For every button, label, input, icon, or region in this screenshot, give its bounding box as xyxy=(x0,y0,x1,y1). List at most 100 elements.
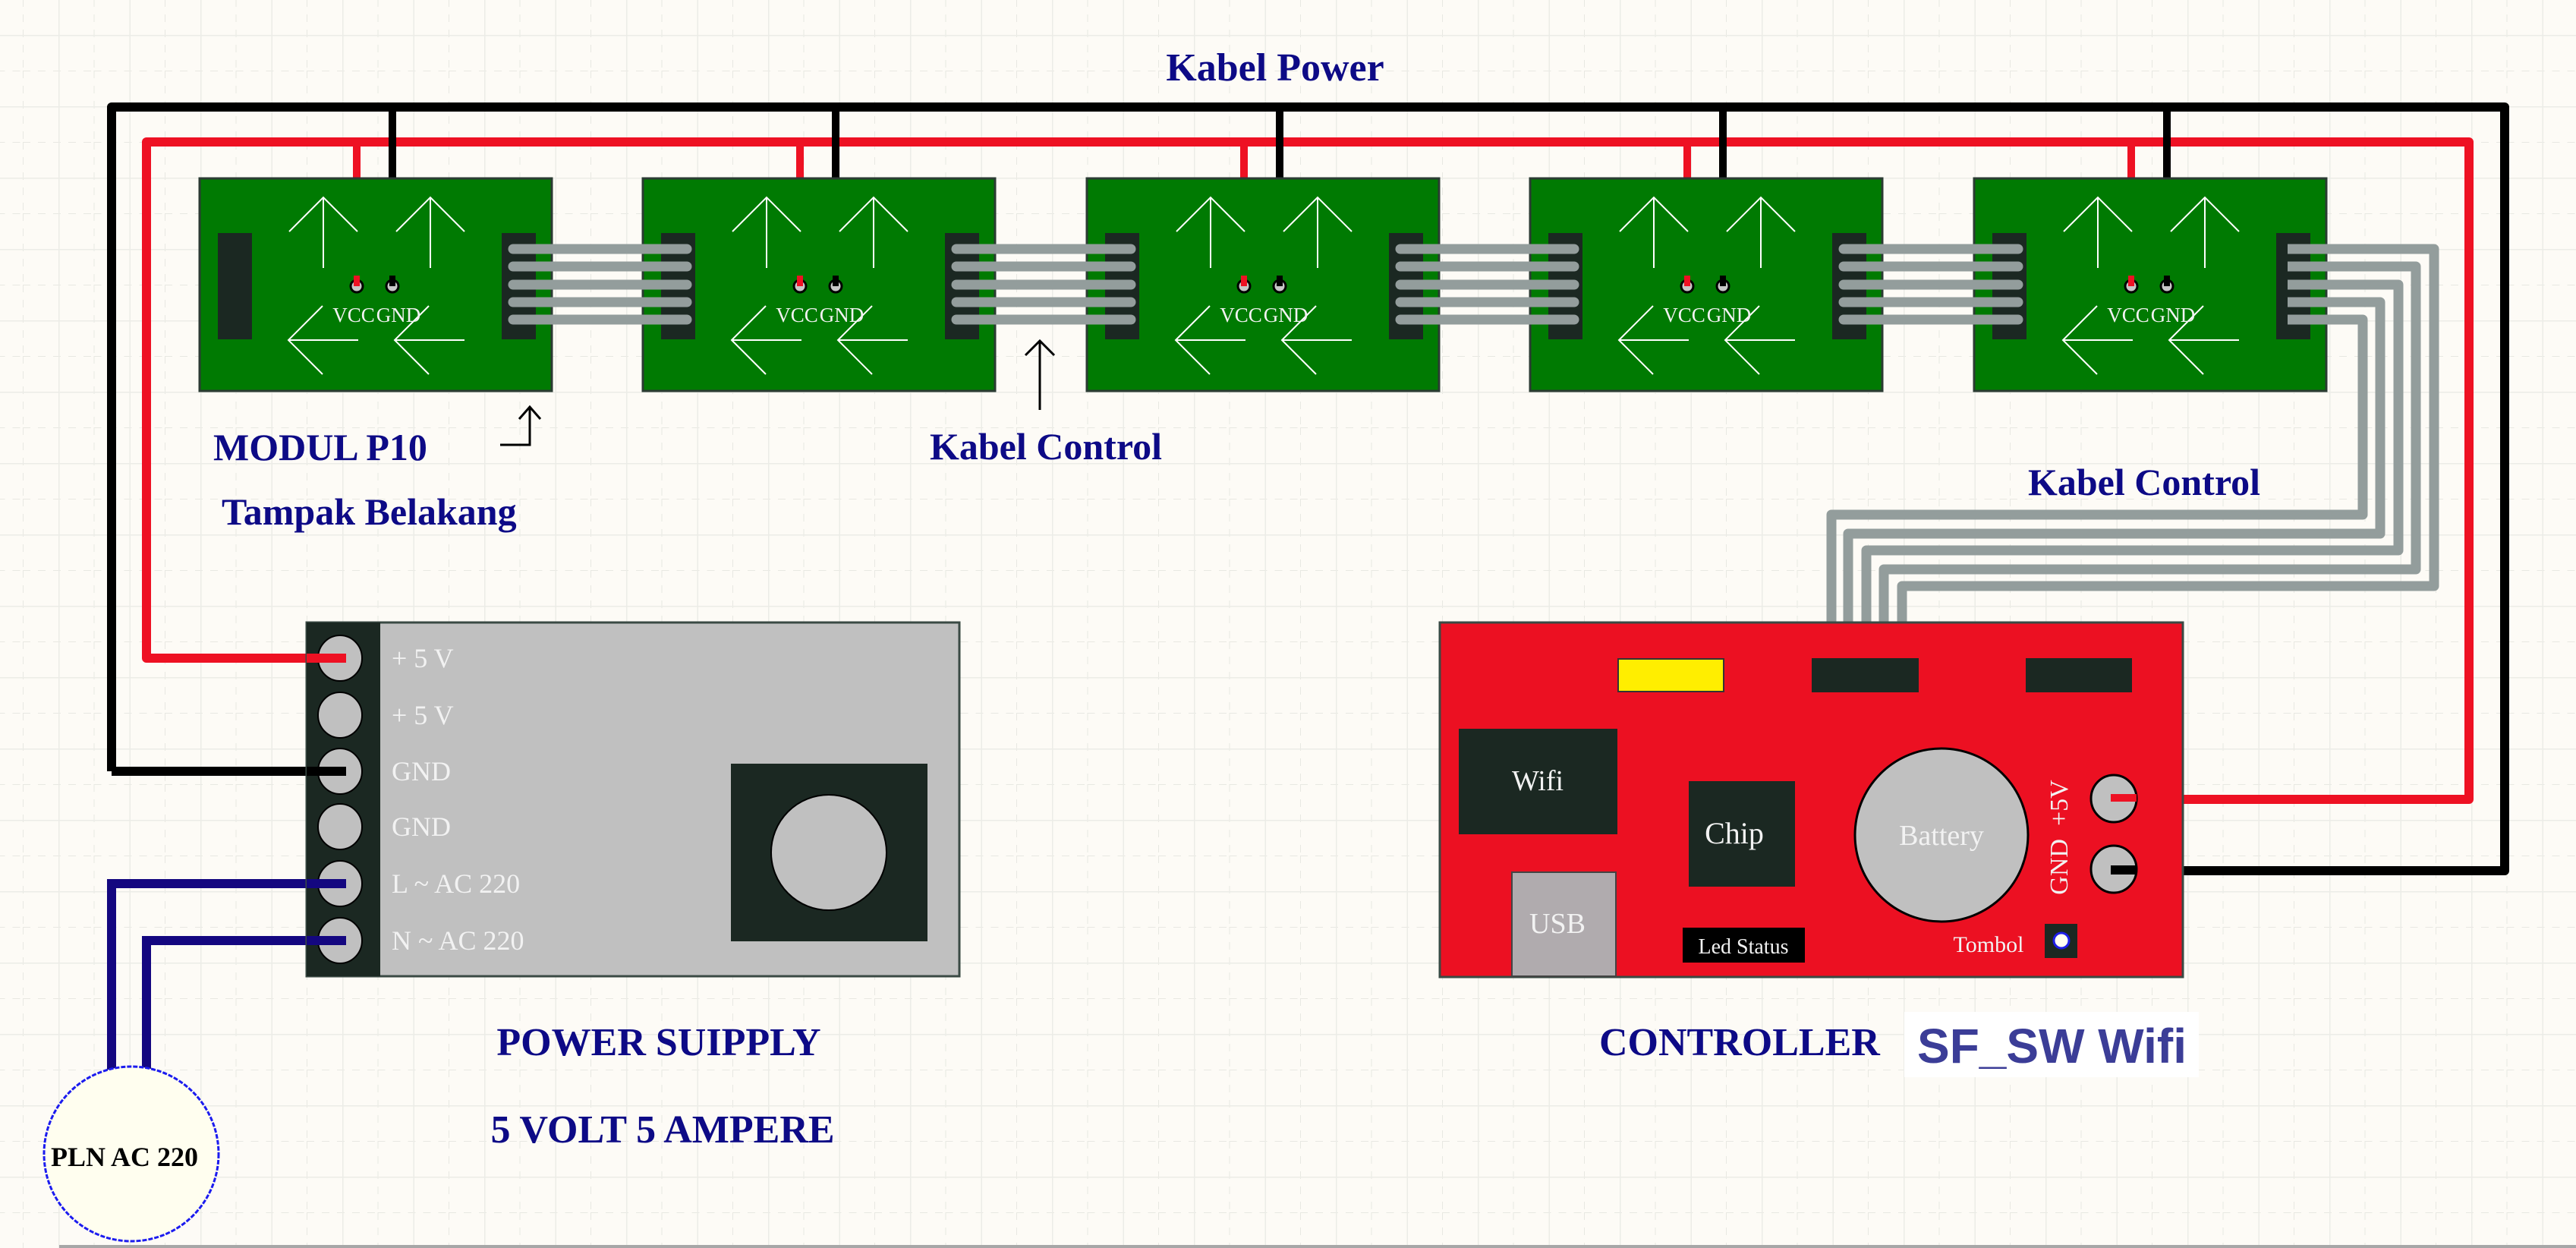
controller-brand-label: SF_SW Wifi xyxy=(1917,1019,2187,1073)
p10-module xyxy=(1973,177,2328,392)
controller-gnd-wire-end xyxy=(2111,865,2137,875)
scan-direction-up-arrowhead-icon xyxy=(732,196,801,232)
kabel-control-middle-label: Kabel Control xyxy=(930,425,1162,468)
power-supply-terminal-label: GND xyxy=(392,812,451,842)
pointer-arrows xyxy=(500,339,1056,446)
scan-direction-up-arrowhead-icon xyxy=(1176,196,1245,232)
control-cable-to-controller-wire xyxy=(1878,261,2421,687)
power-supply-terminal-wire-end xyxy=(307,654,346,663)
power-supply-spec: 5 VOLT 5 AMPERE xyxy=(490,1108,834,1152)
p10-module xyxy=(641,177,997,392)
module-gnd-pin-wire-end xyxy=(833,276,839,286)
scan-direction-left-arrowhead-icon xyxy=(287,305,323,375)
p10-module-board xyxy=(1529,177,1884,392)
scan-direction-up-arrowhead-icon xyxy=(288,196,358,232)
scan-direction-left-arrowhead-icon xyxy=(2061,305,2098,375)
control-cable-to-controller-wire xyxy=(1826,314,2368,687)
power-supply-terminal-label: N ~ AC 220 xyxy=(392,925,524,956)
module-vcc-label: VCC xyxy=(1663,304,1705,326)
control-cable-to-controller-wire xyxy=(1897,244,2439,687)
power-supply-terminal-label: + 5 V xyxy=(392,643,454,673)
vcc-bus-wire xyxy=(142,137,2474,804)
module-vcc-label: VCC xyxy=(1220,304,1262,326)
scan-direction-left-arrowhead-icon xyxy=(1724,305,1760,375)
module-vcc-label: VCC xyxy=(332,304,375,326)
scan-direction-up-arrowhead-icon xyxy=(1726,196,1796,232)
scan-direction-left-arrowhead-icon xyxy=(393,305,430,375)
module-gnd-label: GND xyxy=(820,304,864,326)
controller-board[interactable]: Wifi Chip USB Led Status Battery GND +5V… xyxy=(1438,621,2184,979)
controller-led-yellow xyxy=(1617,658,1724,692)
power-supply-title: POWER SUIPPLY xyxy=(496,1021,820,1064)
scan-direction-left-arrowhead-icon xyxy=(1174,305,1211,375)
controller-button[interactable] xyxy=(2052,931,2071,950)
controller-aux-connector xyxy=(2026,658,2132,692)
power-supply-terminal-label: GND xyxy=(392,756,451,786)
controller-led-status-label: Led Status xyxy=(1699,935,1789,959)
power-supply-terminal-label: + 5 V xyxy=(392,700,454,730)
kabel-control-pointer-arrowhead-icon xyxy=(1024,339,1056,357)
power-supply-terminal-wire-end xyxy=(307,936,346,945)
kabel-control-right-label: Kabel Control xyxy=(2028,461,2260,503)
module-vcc-pin-wire-end xyxy=(1241,276,1247,286)
controller-title: CONTROLLER xyxy=(1599,1021,1881,1064)
module-gnd-pin-wire-end xyxy=(1277,276,1283,286)
module-gnd-label: GND xyxy=(1707,304,1752,326)
control-cable-to-controller-wire xyxy=(1843,297,2385,687)
p10-module-board xyxy=(1085,177,1441,392)
controller-battery-label: Battery xyxy=(1899,820,1984,852)
p10-module-board xyxy=(1973,177,2328,392)
tampak-belakang-label: Tampak Belakang xyxy=(222,490,517,533)
p10-module xyxy=(198,177,553,392)
kabel-power-label: Kabel Power xyxy=(1166,46,1384,90)
controller-chip xyxy=(1689,781,1795,887)
modul-pointer-arrow-icon xyxy=(500,407,531,446)
power-supply-terminal[interactable] xyxy=(317,692,363,739)
controller-wifi-module xyxy=(1459,729,1617,834)
scan-direction-up-arrowhead-icon xyxy=(1619,196,1689,232)
module-vcc-pin-wire-end xyxy=(1684,276,1690,286)
scan-direction-left-arrowhead-icon xyxy=(836,305,873,375)
module-gnd-label: GND xyxy=(1264,304,1308,326)
controller-button-label: Tombol xyxy=(1954,932,2024,957)
module-vcc-pin-wire-end xyxy=(354,276,360,286)
scan-direction-left-arrowhead-icon xyxy=(1617,305,1654,375)
controller-chip-label: Chip xyxy=(1705,816,1764,850)
controller-usb-label: USB xyxy=(1529,908,1586,940)
power-supply[interactable]: + 5 V + 5 V GND GND L ~ AC 220 N ~ AC 220 xyxy=(305,621,961,978)
ground-bus-wire xyxy=(107,102,2509,875)
modul-pointer-arrowhead-icon xyxy=(518,405,542,420)
power-supply-terminal-wire-end xyxy=(307,879,346,888)
pln-source-label: PLN AC 220 xyxy=(51,1142,198,1172)
power-supply-terminal-wire-end xyxy=(307,767,346,776)
module-gnd-label: GND xyxy=(2151,304,2196,326)
module-gnd-pin-wire-end xyxy=(2164,276,2170,286)
module-gnd-label: GND xyxy=(376,304,421,326)
scan-direction-up-arrowhead-icon xyxy=(839,196,909,232)
controller-usb-port xyxy=(1511,871,1617,977)
module-input-connector xyxy=(218,233,252,339)
module-gnd-pin-wire-end xyxy=(1720,276,1726,286)
module-vcc-pin-wire-end xyxy=(2128,276,2134,286)
scan-direction-up-arrowhead-icon xyxy=(2170,196,2240,232)
p10-module xyxy=(1085,177,1441,392)
power-supply-terminal-label: L ~ AC 220 xyxy=(392,868,520,899)
module-vcc-label: VCC xyxy=(2107,304,2149,326)
p10-module xyxy=(1529,177,1884,392)
power-supply-terminal[interactable] xyxy=(317,803,363,850)
scan-direction-up-arrowhead-icon xyxy=(1283,196,1353,232)
p10-module-board xyxy=(198,177,553,392)
pln-source-circle xyxy=(43,1065,220,1243)
module-vcc-pin-wire-end xyxy=(797,276,803,286)
modul-p10-label: MODUL P10 xyxy=(213,426,427,468)
scan-direction-up-arrowhead-icon xyxy=(2063,196,2133,232)
control-cable-to-controller-wire xyxy=(1861,279,2404,687)
controller-led-status xyxy=(1683,928,1805,963)
control-cables xyxy=(508,244,2439,687)
controller-plus5v-wire-end xyxy=(2111,794,2137,802)
controller-battery xyxy=(1853,747,2030,923)
pln-ac-source: PLN AC 220 xyxy=(43,1065,220,1243)
scan-direction-left-arrowhead-icon xyxy=(730,305,767,375)
